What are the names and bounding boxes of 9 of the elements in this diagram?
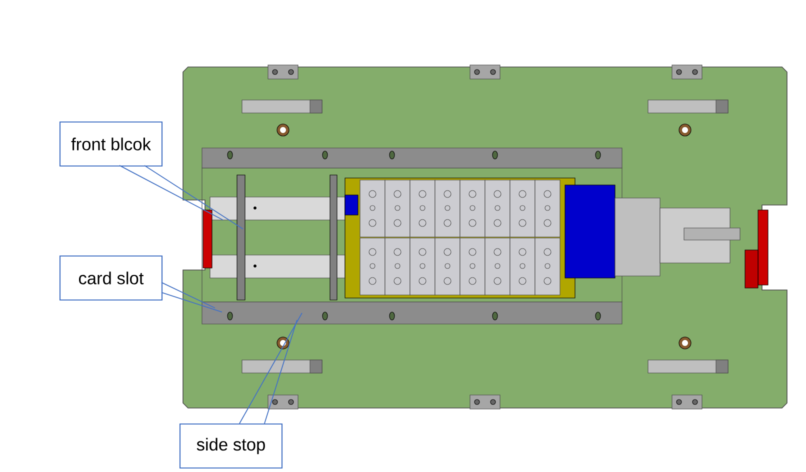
leader-line [161,282,216,308]
callout-box: side stop [179,423,283,469]
leader-line [239,312,302,424]
leader-line [264,320,298,424]
callout-box: card slot [59,255,163,301]
leader-line [119,165,224,220]
leader-line [161,292,222,312]
callout-box: front blcok [59,121,163,167]
leader-line [144,165,244,230]
